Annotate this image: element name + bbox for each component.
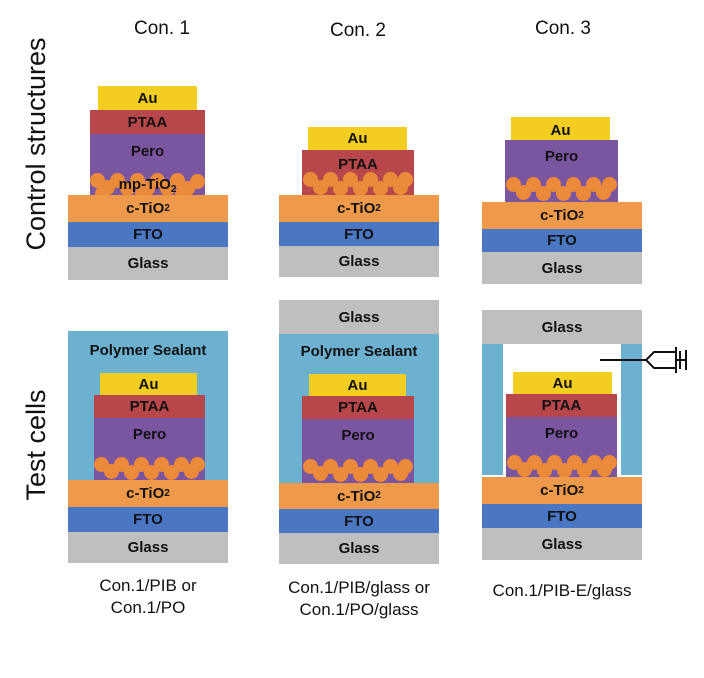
ptaa-label: PTAA <box>127 113 168 131</box>
glass-substrate: Glass <box>68 532 228 563</box>
au-layer: Au <box>511 117 610 140</box>
row-label-test-cells: Test cells <box>21 389 51 501</box>
ptaa-layer: PTAA <box>506 394 617 417</box>
au-label: Au <box>137 89 158 107</box>
row-label-control-structures: Control structures <box>21 37 51 251</box>
fto-layer: FTO <box>68 222 228 247</box>
au-layer: Au <box>513 372 612 394</box>
glass-cover: Glass <box>279 300 439 334</box>
glass-substrate: Glass <box>279 246 439 277</box>
fto-layer: FTO <box>68 507 228 532</box>
fto-layer: FTO <box>279 222 439 246</box>
ptaa-layer: PTAA <box>302 396 414 419</box>
au-layer: Au <box>309 374 406 396</box>
perovskite-label: Pero <box>130 143 165 160</box>
glass-substrate: Glass <box>279 533 439 564</box>
glass-cover: Glass <box>482 310 642 344</box>
column-header-con2: Con. 2 <box>330 20 386 41</box>
column-header-con1: Con. 1 <box>134 18 190 39</box>
caption-con3: Con.1/PIB-E/glass <box>492 581 632 600</box>
sealant-wall-right <box>621 344 642 475</box>
mp-tio2-label: mp-TiO2 <box>118 176 177 195</box>
glass-substrate: Glass <box>68 247 228 280</box>
column-header-con3: Con. 3 <box>535 18 591 39</box>
ptaa-layer: PTAA <box>94 395 205 418</box>
fto-layer: FTO <box>482 229 642 252</box>
syringe-icon <box>600 347 687 373</box>
au-layer: Au <box>308 127 407 150</box>
fto-layer: FTO <box>279 509 439 533</box>
au-layer: Au <box>100 373 197 395</box>
glass-substrate: Glass <box>482 528 642 560</box>
au-layer: Au <box>98 86 197 110</box>
ptaa-layer: PTAA <box>90 110 205 134</box>
sealant-wall-left <box>482 344 503 475</box>
fto-layer: FTO <box>482 504 642 528</box>
glass-substrate: Glass <box>482 252 642 284</box>
